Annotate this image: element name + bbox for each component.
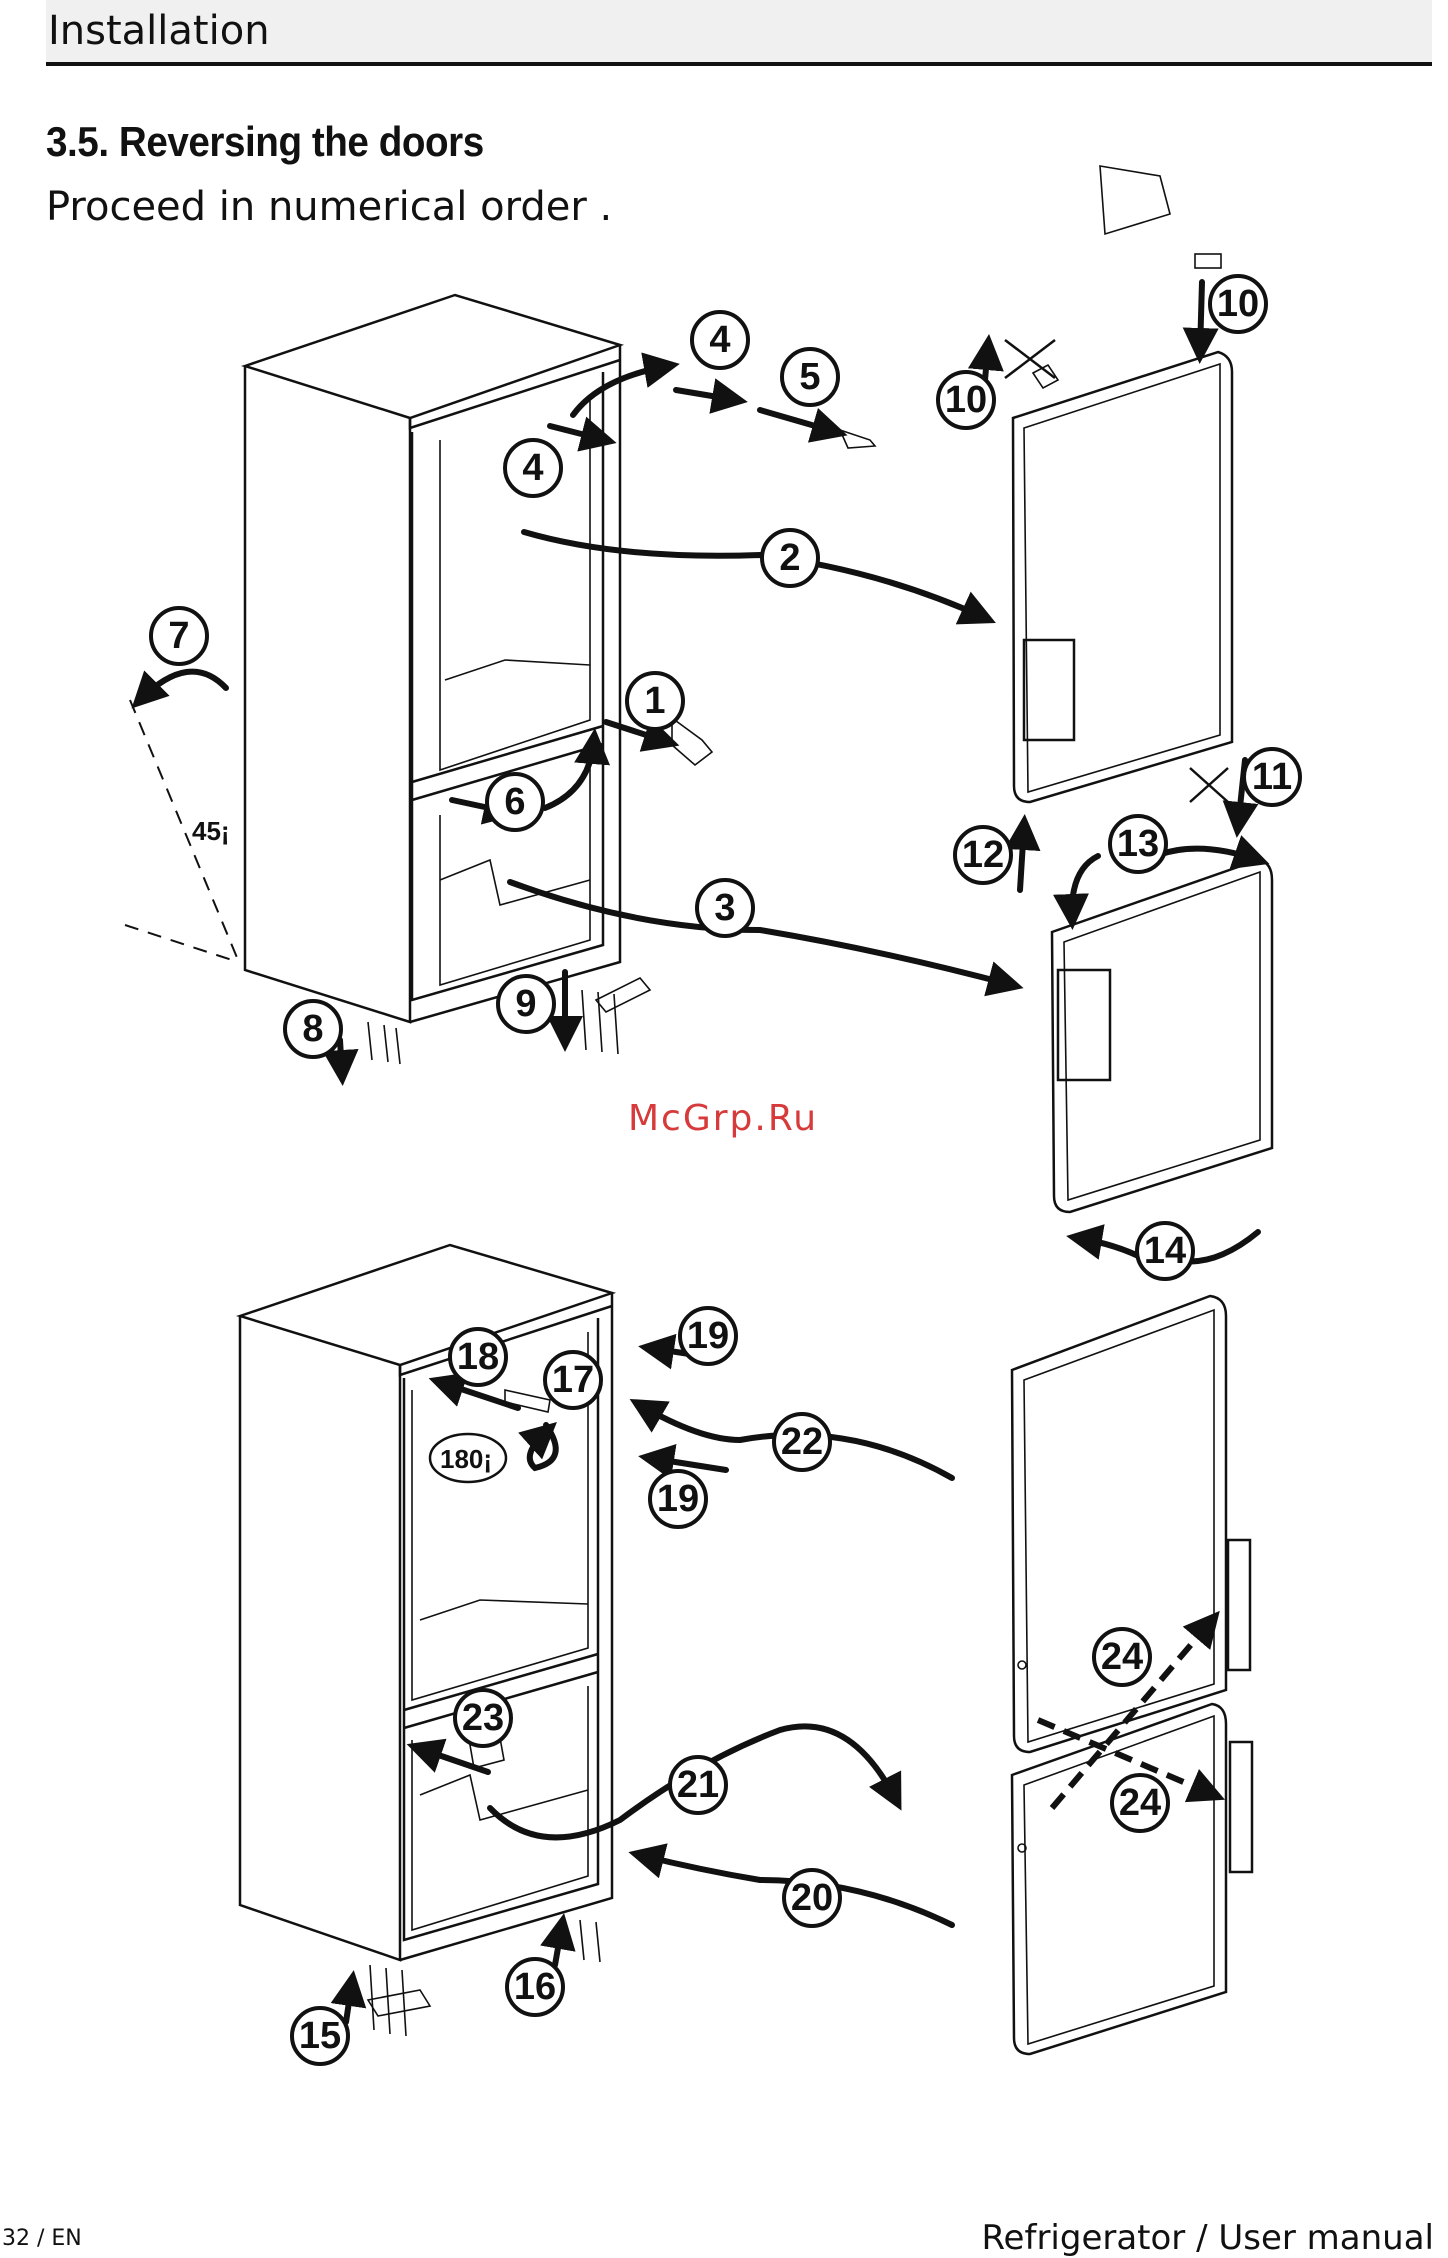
svg-text:10: 10	[945, 379, 987, 421]
svg-text:23: 23	[462, 1697, 504, 1739]
upper-door-top	[1013, 352, 1232, 802]
badge-9: 9	[498, 976, 554, 1032]
badge-23: 23	[455, 1690, 511, 1746]
svg-text:24: 24	[1119, 1782, 1161, 1824]
badge-20: 20	[784, 1870, 840, 1926]
lower-door-top	[1052, 860, 1272, 1212]
svg-text:22: 22	[781, 1421, 823, 1463]
badge-16: 16	[507, 1959, 563, 2015]
badge-24a: 24	[1094, 1629, 1150, 1685]
watermark: McGrp.Ru	[628, 1098, 818, 1139]
badge-6: 6	[487, 774, 543, 830]
lower-door-bottom	[1012, 1704, 1252, 2054]
badge-24b: 24	[1112, 1775, 1168, 1831]
svg-text:2: 2	[779, 537, 800, 579]
svg-text:20: 20	[791, 1877, 833, 1919]
badge-7: 7	[151, 608, 207, 664]
svg-text:10: 10	[1217, 283, 1259, 325]
badge-8: 8	[285, 1001, 341, 1057]
badge-15: 15	[292, 2008, 348, 2064]
badge-21: 21	[670, 1757, 726, 1813]
svg-text:24: 24	[1101, 1636, 1143, 1678]
svg-text:16: 16	[514, 1966, 556, 2008]
badge-5: 5	[782, 349, 838, 405]
badge-19b: 19	[650, 1471, 706, 1527]
badge-10b: 10	[938, 372, 994, 428]
svg-text:19: 19	[687, 1315, 729, 1357]
badge-18: 18	[450, 1329, 506, 1385]
badge-14: 14	[1137, 1223, 1193, 1279]
svg-text:8: 8	[302, 1008, 323, 1050]
badge-17: 17	[545, 1352, 601, 1408]
badge-3: 3	[697, 880, 753, 936]
svg-text:1: 1	[644, 680, 665, 722]
badge-10a: 10	[1210, 276, 1266, 332]
badge-4b: 4	[505, 440, 561, 496]
svg-text:9: 9	[515, 983, 536, 1025]
svg-text:11: 11	[1252, 756, 1292, 798]
top-fridge-cabinet	[125, 295, 620, 1022]
svg-text:19: 19	[657, 1478, 699, 1520]
badge-12: 12	[955, 827, 1011, 883]
badge-22: 22	[774, 1414, 830, 1470]
svg-text:7: 7	[168, 615, 189, 657]
badge-19a: 19	[680, 1308, 736, 1364]
angle-180-label: 180¡	[440, 1444, 492, 1474]
svg-text:4: 4	[709, 319, 730, 361]
svg-text:5: 5	[799, 356, 820, 398]
svg-text:17: 17	[552, 1359, 594, 1401]
badge-13: 13	[1110, 816, 1166, 872]
top-hardware	[368, 166, 1221, 1064]
svg-text:12: 12	[962, 834, 1004, 876]
svg-text:6: 6	[504, 781, 525, 823]
badge-1: 1	[627, 673, 683, 729]
angle-45-label: 45¡	[192, 816, 230, 846]
badge-11: 11	[1244, 749, 1300, 805]
svg-text:14: 14	[1144, 1230, 1186, 1272]
footer-document-title: Refrigerator / User manual	[981, 2218, 1434, 2258]
footer-page-number: 32 / EN	[2, 2226, 82, 2251]
svg-text:4: 4	[522, 447, 543, 489]
svg-text:15: 15	[299, 2015, 341, 2057]
badge-4a: 4	[692, 312, 748, 368]
svg-text:3: 3	[714, 887, 735, 929]
svg-text:21: 21	[677, 1764, 719, 1806]
svg-text:13: 13	[1117, 823, 1159, 865]
svg-text:18: 18	[457, 1336, 499, 1378]
badge-2: 2	[762, 530, 818, 586]
